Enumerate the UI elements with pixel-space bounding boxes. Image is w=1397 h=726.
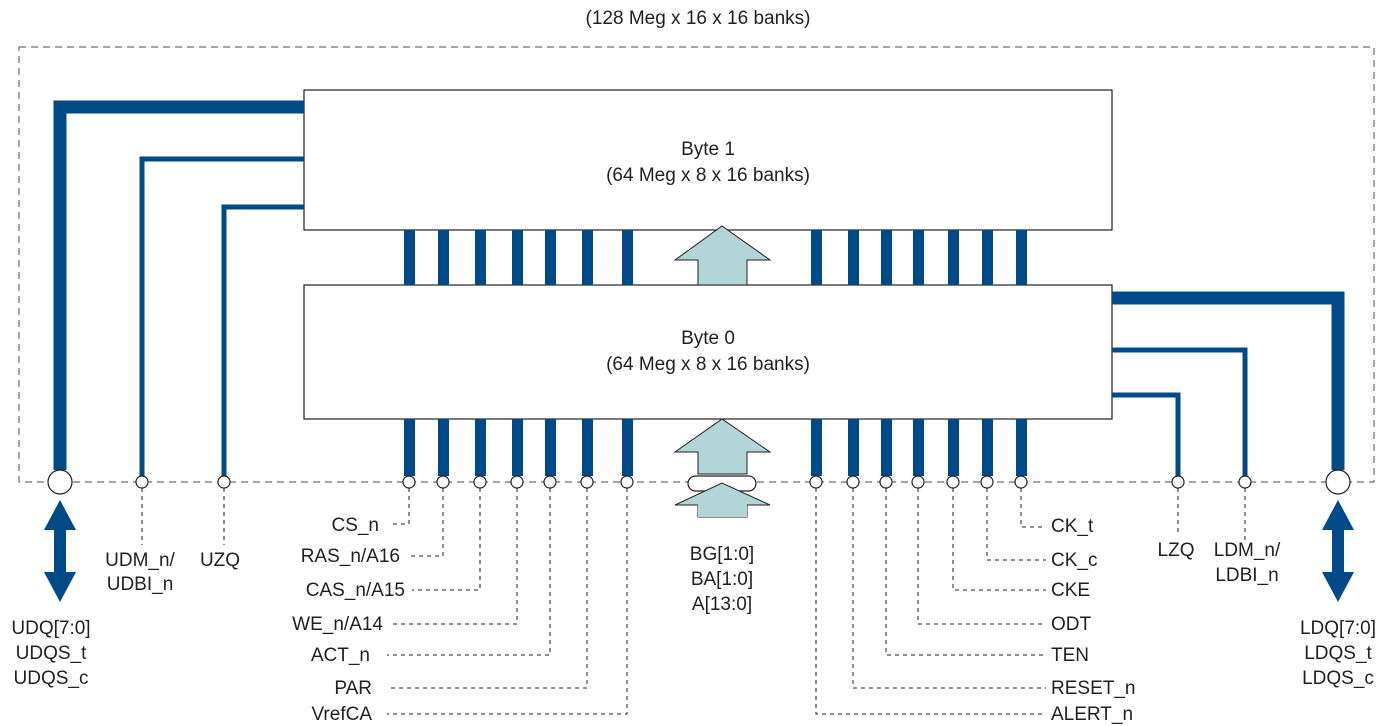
byte0-die: Byte 0 (64 Meg x 8 x 16 banks) [303,284,1113,420]
cas-pin [473,475,487,489]
vrefca-label: VrefCA [311,704,372,725]
cs-label: CS_n [331,515,379,536]
ldm-label-line2: LDBI_n [1215,565,1278,586]
cke-label: CKE [1051,580,1090,601]
upper-data-bus [53,100,304,470]
inter-die-command-lines [404,230,633,285]
alert-label: ALERT_n [1051,704,1133,725]
ba-label: BA[1:0] [691,569,753,590]
package-outline [18,46,1375,483]
ldqs-t-label: LDQS_t [1304,643,1372,664]
command-pin-lines [404,419,633,476]
ldq-pin [1325,469,1351,495]
udq-label: UDQ[7:0] [11,618,90,639]
we-pin [510,475,524,489]
uzq-line [221,204,304,476]
byte1-title: Byte 1 [681,139,735,160]
reset-pin [846,475,860,489]
ldm-line [1112,347,1248,476]
uzq-label: UZQ [200,550,240,571]
ras-label: RAS_n/A16 [301,546,400,567]
ldqs-c-label: LDQS_c [1302,668,1374,689]
act-label: ACT_n [311,645,370,666]
package-title: (128 Meg x 16 x 16 banks) [586,8,811,29]
par-pin [580,475,594,489]
upper-data-arrow [44,500,76,602]
ten-label: TEN [1051,645,1089,666]
bg-label: BG[1:0] [690,544,754,565]
lzq-line [1112,392,1181,476]
control-pin-lines [811,419,1027,476]
odt-label: ODT [1051,614,1092,635]
odt-pin [911,475,925,489]
lzq-pin [1171,475,1185,489]
ck-t-pin [1014,475,1028,489]
lower-data-bus [1112,291,1345,470]
udm-pin [135,475,149,489]
byte1-die: Byte 1 (64 Meg x 8 x 16 banks) [303,89,1113,231]
cke-pin [946,475,960,489]
lzq-label: LZQ [1158,540,1195,561]
act-pin [543,475,557,489]
udm-label-line1: UDM_n/ [105,550,175,571]
udm-line [139,156,304,476]
vrefca-pin [620,475,634,489]
byte1-organization: (64 Meg x 8 x 16 banks) [606,165,810,186]
ten-pin [879,475,893,489]
pin-leader-lines [141,488,1246,715]
udq-pin [47,469,73,495]
ldm-pin [1238,475,1252,489]
byte0-title: Byte 0 [681,328,735,349]
cas-label: CAS_n/A15 [306,580,405,601]
byte0-organization: (64 Meg x 8 x 16 banks) [606,354,810,375]
ck-c-pin [980,475,994,489]
reset-label: RESET_n [1051,678,1135,699]
cs-pin [402,475,416,489]
par-label: PAR [334,678,372,699]
alert-pin [809,475,823,489]
udqs-t-label: UDQS_t [16,643,87,664]
udm-label-line2: UDBI_n [107,574,174,595]
ldq-label: LDQ[7:0] [1300,618,1376,639]
a-label: A[13:0] [692,594,752,615]
ldm-label-line1: LDM_n/ [1214,540,1281,561]
uzq-pin [217,475,231,489]
ras-pin [436,475,450,489]
address-arrow-tail [698,500,747,517]
inter-die-address-arrow [673,225,772,286]
address-arrow-into-byte0 [673,418,772,475]
we-label: WE_n/A14 [292,614,383,635]
ck-t-label: CK_t [1051,516,1094,537]
lower-data-arrow [1322,500,1354,602]
inter-die-control-lines [811,230,1027,285]
udqs-c-label: UDQS_c [14,668,89,689]
ck-c-label: CK_c [1051,550,1097,571]
